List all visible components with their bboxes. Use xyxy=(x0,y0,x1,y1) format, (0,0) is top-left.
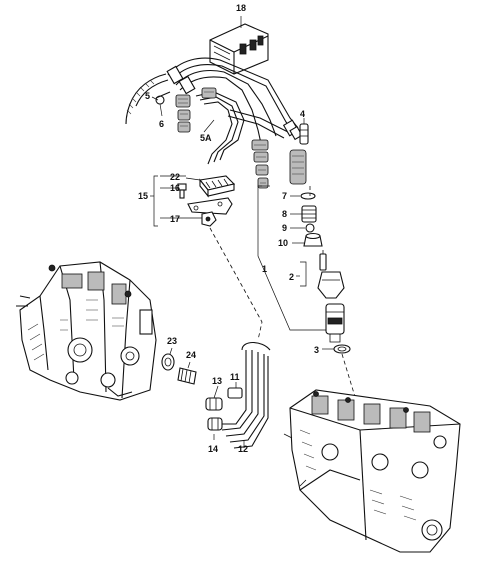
cylinder-head xyxy=(283,389,461,553)
parts-23-24-fittings xyxy=(161,347,197,385)
callout-6: 6 xyxy=(159,119,164,129)
injector-assembly-stack xyxy=(257,185,357,401)
part-5-return-hose xyxy=(125,73,171,125)
callout-3: 3 xyxy=(314,345,319,355)
callout-1: 1 xyxy=(262,264,267,274)
callout-5: 5 xyxy=(145,91,150,101)
callout-4: 4 xyxy=(300,109,305,119)
callout-15: 15 xyxy=(138,191,148,201)
callout-5a: 5A xyxy=(200,133,212,143)
callout-10: 10 xyxy=(278,238,288,248)
callout-9: 9 xyxy=(282,223,287,233)
injection-pipe-bundle-upper xyxy=(166,57,303,165)
injector-nozzles-upper xyxy=(175,87,269,189)
callout-24: 24 xyxy=(186,350,196,360)
injection-pump xyxy=(16,261,157,401)
callout-23: 23 xyxy=(167,336,177,346)
callout-11: 11 xyxy=(230,372,240,382)
callout-22: 22 xyxy=(170,172,180,182)
callout-16: 16 xyxy=(170,183,180,193)
injection-pipes-lower xyxy=(205,341,271,449)
part-4-bleed-screw xyxy=(289,118,309,185)
callout-7: 7 xyxy=(282,191,287,201)
callout-18: 18 xyxy=(236,3,246,13)
callout-13: 13 xyxy=(212,376,222,386)
callout-2: 2 xyxy=(289,272,294,282)
callout-labels: 18 5 6 5A 4 22 16 15 17 7 8 9 10 1 2 3 2… xyxy=(138,3,319,454)
callout-12: 12 xyxy=(238,444,248,454)
callout-14: 14 xyxy=(208,444,218,454)
callout-17: 17 xyxy=(170,214,180,224)
parts-15-bracket-group xyxy=(150,175,263,341)
callout-8: 8 xyxy=(282,209,287,219)
